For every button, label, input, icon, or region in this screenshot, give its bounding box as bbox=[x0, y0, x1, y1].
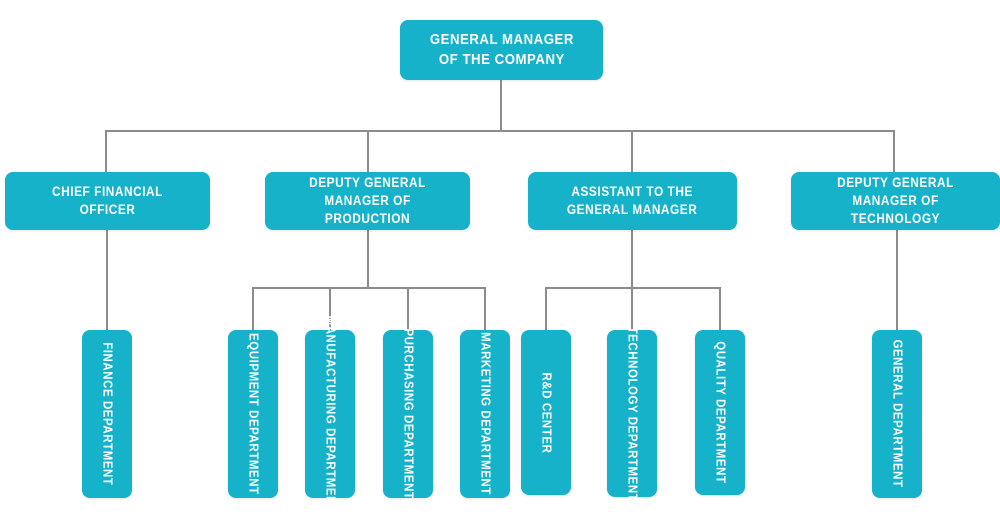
node-marketing-department[interactable]: MARKETING DEPARTMENT bbox=[460, 330, 510, 498]
node-technology-department[interactable]: TECHNOLOGY DEPARTMENT bbox=[607, 326, 657, 501]
connector-main-bus bbox=[105, 130, 894, 132]
node-manufacturing-department[interactable]: MANUFACTURING DEPARTMENT bbox=[305, 315, 355, 513]
node-label: EQUIPMENT DEPARTMENT bbox=[246, 333, 261, 495]
connector-drop-technology bbox=[893, 130, 895, 172]
node-deputy-general-manager-technology[interactable]: DEPUTY GENERAL MANAGER OF TECHNOLOGY bbox=[791, 172, 1000, 230]
node-label: TECHNOLOGY DEPARTMENT bbox=[625, 326, 640, 501]
connector-assistant-bus bbox=[545, 287, 721, 289]
node-deputy-general-manager-production[interactable]: DEPUTY GENERAL MANAGER OF PRODUCTION bbox=[265, 172, 470, 230]
node-rnd-center[interactable]: R&D CENTER bbox=[521, 330, 571, 495]
connector-production-bus bbox=[252, 287, 486, 289]
connector-root-stem bbox=[500, 80, 502, 130]
node-label: GENERAL MANAGER OF THE COMPANY bbox=[429, 30, 574, 68]
node-label: FINANCE DEPARTMENT bbox=[100, 342, 115, 486]
connector-drop-rnd bbox=[545, 287, 547, 330]
connector-drop-quality bbox=[719, 287, 721, 330]
connector-drop-manufacturing bbox=[329, 287, 331, 330]
connector-cfo-finance bbox=[106, 230, 108, 330]
node-label: GENERAL DEPARTMENT bbox=[890, 339, 905, 489]
node-finance-department[interactable]: FINANCE DEPARTMENT bbox=[82, 330, 132, 498]
node-label: ASSISTANT TO THE GENERAL MANAGER bbox=[567, 183, 698, 217]
connector-drop-equipment bbox=[252, 287, 254, 330]
node-label: R&D CENTER bbox=[539, 372, 554, 453]
node-purchasing-department[interactable]: PURCHASING DEPARTMENT bbox=[383, 328, 433, 500]
connector-drop-technology-dept bbox=[631, 287, 633, 330]
connector-drop-marketing bbox=[484, 287, 486, 330]
node-quality-department[interactable]: QUALITY DEPARTMENT bbox=[695, 330, 745, 495]
node-label: PURCHASING DEPARTMENT bbox=[401, 328, 416, 500]
connector-drop-cfo bbox=[105, 130, 107, 172]
node-label: MARKETING DEPARTMENT bbox=[478, 332, 493, 496]
connector-drop-purchasing bbox=[407, 287, 409, 330]
node-general-department[interactable]: GENERAL DEPARTMENT bbox=[872, 330, 922, 498]
node-general-manager[interactable]: GENERAL MANAGER OF THE COMPANY bbox=[400, 20, 603, 80]
node-label: CHIEF FINANCIAL OFFICER bbox=[52, 183, 163, 217]
connector-drop-assistant bbox=[631, 130, 633, 172]
node-label: MANUFACTURING DEPARTMENT bbox=[323, 315, 338, 513]
node-label: DEPUTY GENERAL MANAGER OF TECHNOLOGY bbox=[837, 174, 954, 227]
node-equipment-department[interactable]: EQUIPMENT DEPARTMENT bbox=[228, 330, 278, 498]
connector-drop-production bbox=[367, 130, 369, 172]
node-assistant-to-general-manager[interactable]: ASSISTANT TO THE GENERAL MANAGER bbox=[528, 172, 737, 230]
connector-technology-general bbox=[896, 230, 898, 330]
node-chief-financial-officer[interactable]: CHIEF FINANCIAL OFFICER bbox=[5, 172, 210, 230]
connector-production-stem bbox=[367, 230, 369, 287]
node-label: DEPUTY GENERAL MANAGER OF PRODUCTION bbox=[309, 174, 426, 227]
connector-assistant-stem bbox=[631, 230, 633, 287]
node-label: QUALITY DEPARTMENT bbox=[713, 341, 728, 484]
